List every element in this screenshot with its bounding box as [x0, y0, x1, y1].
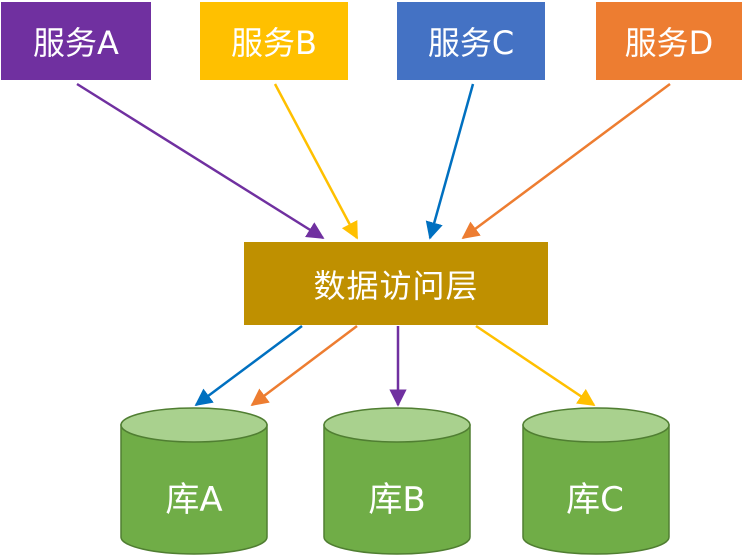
service-c-box: 服务C	[397, 2, 545, 80]
database-b-label: 库B	[368, 480, 426, 520]
database-a-icon	[120, 407, 268, 555]
arrow-dal-to-db-a-orange	[250, 325, 358, 407]
arrow-service-d-to-dal	[461, 82, 671, 240]
arrow-service-a-to-dal	[76, 82, 325, 240]
arrow-service-c-to-dal	[425, 83, 475, 240]
database-c-label: 库C	[566, 480, 624, 520]
data-access-layer-label: 数据访问层	[313, 266, 479, 305]
service-a-box: 服务A	[1, 2, 151, 80]
service-a-label: 服务A	[33, 24, 119, 62]
service-d-box: 服务D	[596, 2, 742, 80]
database-a-label: 库A	[165, 480, 223, 520]
service-d-label: 服务D	[624, 24, 714, 62]
data-access-layer-box: 数据访问层	[244, 242, 548, 325]
arrow-dal-to-db-a-blue	[194, 324, 303, 407]
service-b-box: 服务B	[200, 2, 348, 80]
database-c-icon	[522, 407, 670, 555]
service-b-label: 服务B	[231, 24, 317, 62]
database-b-icon	[323, 407, 471, 555]
service-c-label: 服务C	[427, 24, 515, 62]
arrow-service-b-to-dal	[273, 83, 359, 240]
arrow-dal-to-db-c	[475, 324, 596, 407]
